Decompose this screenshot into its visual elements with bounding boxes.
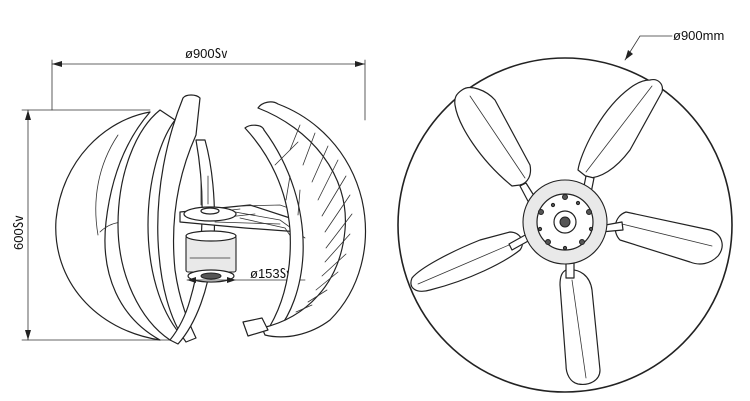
hub-dimension-label: ø153㏜ (250, 266, 293, 281)
front-diameter-dimension: ø900mm (624, 28, 724, 61)
blade-right-inner (244, 124, 304, 331)
front-blades (410, 79, 723, 385)
width-dimension: ø900㏜ (51, 46, 366, 121)
front-diameter-label: ø900mm (673, 28, 724, 43)
hub-dimension: ø153㏜ (186, 266, 306, 283)
front-blade-lower-left (410, 231, 523, 292)
front-blade-right (614, 211, 723, 265)
hub-assembly (179, 175, 306, 283)
side-view: ø900㏜ 600㏜ (11, 46, 367, 345)
rotor-circle (397, 57, 733, 393)
front-blade-upper-right (577, 79, 663, 179)
blade-right-outer (257, 101, 367, 338)
front-blade-bottom (559, 269, 601, 385)
width-dimension-label: ø900㏜ (185, 46, 228, 61)
front-blade-upper-left (454, 87, 532, 187)
blade-left-back (55, 111, 161, 341)
height-dimension: 600㏜ (11, 109, 181, 341)
height-dimension-label: 600㏜ (11, 215, 26, 250)
front-view: ø900mm (397, 28, 733, 393)
front-hub (522, 179, 608, 265)
blade-ribs (274, 124, 353, 313)
